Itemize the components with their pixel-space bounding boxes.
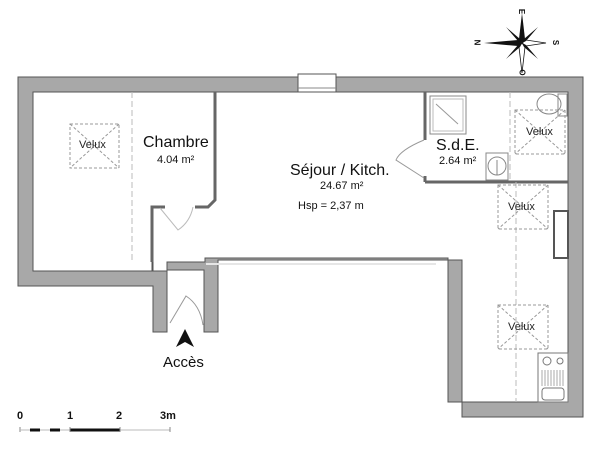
velux-label: Velux bbox=[508, 201, 535, 213]
room-sejour-name: Séjour / Kitch. bbox=[290, 162, 390, 179]
scale-tick-2: 2 bbox=[116, 410, 123, 422]
room-sde-area: 2.64 m² bbox=[439, 155, 477, 167]
scale-tick-0: 0 bbox=[17, 410, 24, 422]
toilet bbox=[536, 93, 568, 117]
velux-label: Velux bbox=[79, 139, 106, 151]
entry-door-swing bbox=[169, 295, 204, 326]
scale-bar bbox=[19, 427, 171, 432]
window-top bbox=[297, 73, 337, 93]
sde-door-swing bbox=[395, 139, 425, 179]
washbasin bbox=[485, 152, 509, 181]
compass-south: S bbox=[551, 39, 561, 46]
roof-lines bbox=[131, 92, 517, 402]
window-right bbox=[553, 210, 569, 259]
scale-tick-1: 1 bbox=[67, 410, 74, 422]
velux-label: Velux bbox=[508, 321, 535, 333]
walls bbox=[17, 76, 584, 418]
shower bbox=[429, 95, 467, 135]
velux-shapes bbox=[69, 109, 566, 350]
entrance-label: Accès bbox=[163, 354, 204, 371]
compass-east: E bbox=[517, 8, 527, 15]
entrance-arrow-icon bbox=[176, 329, 194, 347]
compass-rose-icon bbox=[484, 13, 547, 74]
room-sejour-height: Hsp = 2,37 m bbox=[298, 200, 364, 212]
room-chambre-area: 4.04 m² bbox=[157, 154, 195, 166]
scale-tick-3: 3m bbox=[160, 410, 176, 422]
compass-north: N bbox=[472, 39, 482, 46]
velux-label: Velux bbox=[526, 126, 553, 138]
sde-walls bbox=[423, 92, 568, 184]
kitchenette bbox=[537, 352, 569, 403]
room-chambre-name: Chambre bbox=[143, 134, 209, 151]
compass-west: O bbox=[517, 69, 527, 76]
chambre-door-swing bbox=[159, 206, 194, 231]
chambre-partition bbox=[150, 92, 217, 262]
room-sde-name: S.d.E. bbox=[436, 137, 480, 154]
room-sejour-area: 24.67 m² bbox=[320, 180, 364, 192]
